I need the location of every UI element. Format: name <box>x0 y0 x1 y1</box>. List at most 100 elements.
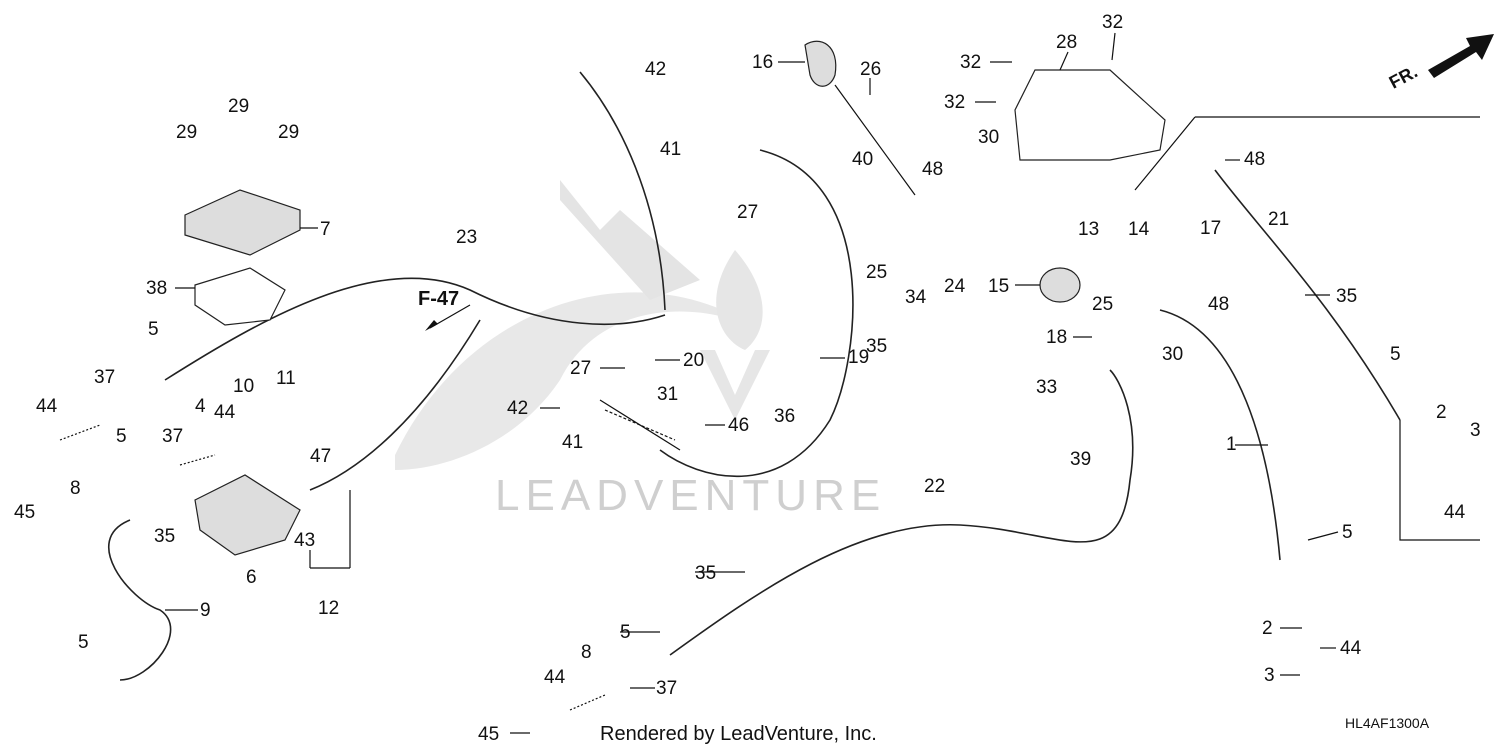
callout-6: 6 <box>246 567 257 588</box>
callout-19: 19 <box>848 347 869 368</box>
callout-16: 16 <box>752 52 773 73</box>
callout-5: 5 <box>1342 522 1353 543</box>
callout-31: 31 <box>657 384 678 405</box>
rendered-by-text: Rendered by LeadVenture, Inc. <box>600 723 877 745</box>
callout-5: 5 <box>148 319 159 340</box>
callout-26: 26 <box>860 59 881 80</box>
callout-48: 48 <box>1208 294 1229 315</box>
bracket-28 <box>1014 69 1166 161</box>
control-unit-6 <box>194 474 301 556</box>
callout-30: 30 <box>978 127 999 148</box>
callout-32: 32 <box>1102 12 1123 33</box>
callout-8: 8 <box>581 642 592 663</box>
callout-33: 33 <box>1036 377 1057 398</box>
spring-20 <box>599 399 681 451</box>
callout-2: 2 <box>1262 618 1273 639</box>
watermark-logo: LEADVENTURE <box>395 180 886 520</box>
callout-22: 22 <box>924 476 945 497</box>
callout-34: 34 <box>905 287 927 308</box>
callout-48: 48 <box>1244 149 1265 170</box>
callout-32: 32 <box>944 92 965 113</box>
callout-3: 3 <box>1264 665 1275 686</box>
callout-28: 28 <box>1056 32 1077 53</box>
callout-35: 35 <box>154 526 175 547</box>
callout-35: 35 <box>1336 286 1357 307</box>
callout-37: 37 <box>656 678 677 699</box>
callout-41: 41 <box>562 432 583 453</box>
callout-45: 45 <box>478 724 499 745</box>
callout-4: 4 <box>195 396 206 417</box>
cable-22 <box>669 369 1134 656</box>
callout-37: 37 <box>94 367 115 388</box>
callout-17: 17 <box>1200 218 1221 239</box>
callout-5: 5 <box>620 622 631 643</box>
callout-47: 47 <box>310 446 331 467</box>
callout-12: 12 <box>318 598 339 619</box>
frame-line-bottom <box>1399 420 1480 541</box>
callout-13: 13 <box>1078 219 1099 240</box>
callout-29: 29 <box>176 122 197 143</box>
diagram-code: HL4AF1300A <box>1345 715 1430 731</box>
callout-27: 27 <box>737 202 758 223</box>
callout-45: 45 <box>14 502 35 523</box>
callout-24: 24 <box>944 276 966 297</box>
callout-44: 44 <box>36 396 58 417</box>
callout-29: 29 <box>228 96 249 117</box>
callout-27: 27 <box>570 358 591 379</box>
relay-box-7 <box>184 189 301 256</box>
gasket-38 <box>194 267 286 326</box>
callout-23: 23 <box>456 227 477 248</box>
front-direction-arrow: FR. <box>1386 34 1494 93</box>
callout-30: 30 <box>1162 344 1183 365</box>
callout-9: 9 <box>200 600 211 621</box>
callout-46: 46 <box>728 415 749 436</box>
callout-7: 7 <box>320 219 331 240</box>
watermark-text: LEADVENTURE <box>495 471 886 520</box>
knob-15 <box>1039 267 1081 303</box>
frame-line-diag <box>1134 116 1196 191</box>
callout-11: 11 <box>276 368 296 389</box>
callout-43: 43 <box>294 530 315 551</box>
callout-20: 20 <box>683 350 704 371</box>
callout-44: 44 <box>1340 638 1362 659</box>
spring-8-left <box>59 424 101 441</box>
callout-labels: 16 26 42 41 27 40 48 25 34 24 35 30 28 3… <box>14 12 1481 745</box>
callout-15: 15 <box>988 276 1009 297</box>
callout-48: 48 <box>922 159 943 180</box>
callout-3: 3 <box>1470 420 1481 441</box>
callout-35: 35 <box>695 563 716 584</box>
callout-21: 21 <box>1268 209 1289 230</box>
callout-42: 42 <box>507 398 528 419</box>
callout-41: 41 <box>660 139 681 160</box>
callout-44: 44 <box>544 667 566 688</box>
cable-21 <box>1214 169 1401 421</box>
callout-40: 40 <box>852 149 873 170</box>
reference-label: F-47 <box>418 288 459 310</box>
callout-10: 10 <box>233 376 254 397</box>
front-label: FR. <box>1386 61 1421 92</box>
callout-8: 8 <box>70 478 81 499</box>
callout-44: 44 <box>1444 502 1466 523</box>
callout-5: 5 <box>78 632 89 653</box>
callout-25: 25 <box>1092 294 1113 315</box>
callout-37: 37 <box>162 426 183 447</box>
callout-39: 39 <box>1070 449 1091 470</box>
callout-2: 2 <box>1436 402 1447 423</box>
callout-35: 35 <box>866 336 887 357</box>
shift-knob-16 <box>804 40 916 196</box>
callout-32: 32 <box>960 52 981 73</box>
spring-4 <box>179 454 216 466</box>
cable-9 <box>107 519 172 681</box>
callout-42: 42 <box>645 59 666 80</box>
cable-12 <box>309 319 481 491</box>
callout-5: 5 <box>116 426 127 447</box>
callout-44: 44 <box>214 402 236 423</box>
callout-5: 5 <box>1390 344 1401 365</box>
cable-upper-center <box>579 71 666 311</box>
callout-18: 18 <box>1046 327 1067 348</box>
leader-lines <box>165 32 1339 734</box>
callout-36: 36 <box>774 406 795 427</box>
callout-25: 25 <box>866 262 887 283</box>
cable-1 <box>1159 309 1281 561</box>
